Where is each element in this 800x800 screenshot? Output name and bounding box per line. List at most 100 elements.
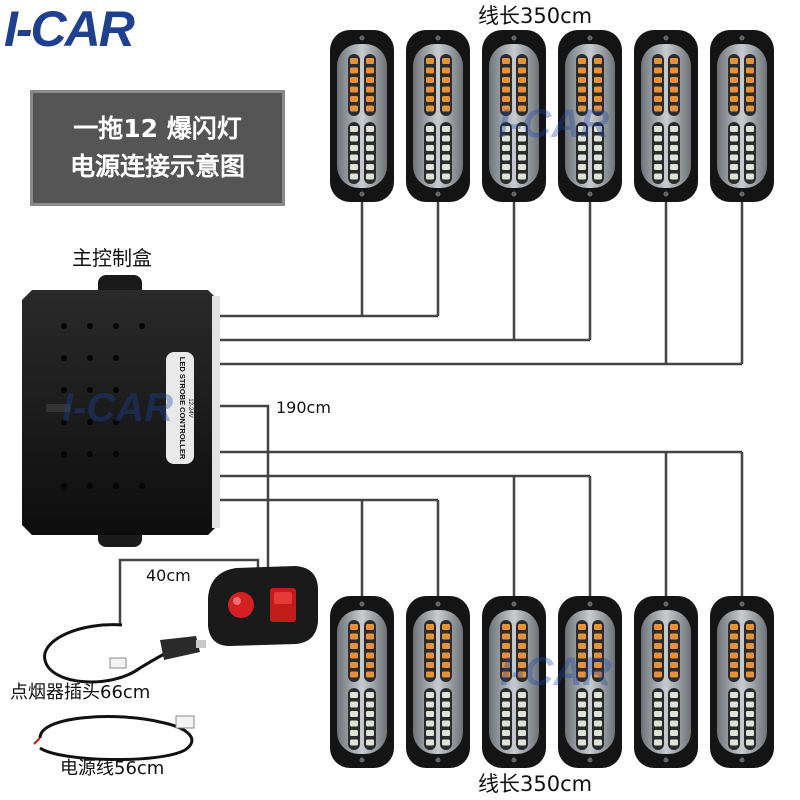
cigarette-plug-label: 点烟器插头66cm bbox=[10, 682, 151, 703]
amber-led bbox=[654, 633, 662, 640]
amber-led bbox=[502, 77, 510, 83]
white-led bbox=[730, 145, 738, 151]
white-led bbox=[502, 711, 510, 717]
white-led bbox=[426, 739, 434, 746]
white-led bbox=[442, 173, 450, 180]
white-led bbox=[502, 154, 510, 161]
amber-led bbox=[366, 96, 374, 102]
white-led bbox=[426, 692, 434, 698]
amber-led bbox=[442, 86, 450, 93]
vent-hole bbox=[113, 387, 119, 393]
white-led bbox=[350, 711, 358, 717]
amber-led bbox=[578, 67, 586, 74]
light-lens bbox=[641, 44, 691, 188]
power-connector-icon bbox=[175, 715, 195, 729]
white-led bbox=[670, 154, 678, 161]
vent-hole bbox=[87, 323, 93, 329]
amber-led bbox=[746, 77, 754, 83]
cigarette-cable-coil bbox=[43, 623, 174, 684]
amber-led bbox=[746, 58, 754, 64]
amber-led bbox=[442, 96, 450, 102]
white-led bbox=[654, 173, 662, 180]
white-led bbox=[578, 711, 586, 717]
power-cable-label: 电源线56cm bbox=[60, 758, 165, 779]
cigarette-plug-icon bbox=[160, 636, 200, 660]
strobe-light bbox=[330, 596, 394, 768]
white-led bbox=[502, 145, 510, 151]
amber-led bbox=[654, 624, 662, 630]
controller-panel-text: LED STROBE CONTROLLER bbox=[178, 357, 187, 460]
amber-led bbox=[654, 662, 662, 668]
amber-led bbox=[350, 86, 358, 93]
vent-hole bbox=[87, 419, 93, 425]
white-led bbox=[426, 145, 434, 151]
vent-hole bbox=[61, 419, 67, 425]
light-lens bbox=[337, 44, 387, 188]
white-led bbox=[366, 739, 374, 746]
bottom-light-row bbox=[330, 596, 774, 768]
white-led bbox=[442, 701, 450, 708]
amber-led bbox=[426, 96, 434, 102]
white-led bbox=[594, 711, 602, 717]
white-led bbox=[350, 730, 358, 736]
amber-led bbox=[426, 652, 434, 659]
white-led bbox=[426, 711, 434, 717]
amber-led bbox=[730, 58, 738, 64]
white-led bbox=[366, 730, 374, 736]
amber-led bbox=[654, 671, 662, 678]
amber-led bbox=[426, 67, 434, 74]
strobe-light bbox=[482, 596, 546, 768]
switch-box bbox=[208, 566, 318, 646]
amber-led bbox=[594, 67, 602, 74]
white-led bbox=[366, 154, 374, 161]
white-led bbox=[654, 720, 662, 727]
amber-led bbox=[518, 67, 526, 74]
amber-led bbox=[350, 77, 358, 83]
amber-led bbox=[670, 671, 678, 678]
controller-box: LED STROBE CONTROLLER 12-24V bbox=[22, 275, 220, 547]
white-led bbox=[366, 692, 374, 698]
white-led bbox=[654, 701, 662, 708]
amber-led bbox=[746, 67, 754, 74]
amber-led bbox=[594, 624, 602, 630]
vent-hole bbox=[61, 451, 67, 457]
white-led bbox=[350, 692, 358, 698]
white-led bbox=[518, 711, 526, 717]
vent-hole bbox=[87, 451, 93, 457]
screw-icon bbox=[587, 601, 593, 607]
amber-led bbox=[730, 624, 738, 630]
white-led bbox=[426, 135, 434, 142]
light-lens bbox=[641, 610, 691, 754]
white-led bbox=[366, 711, 374, 717]
screw-icon bbox=[511, 757, 517, 763]
watermark-logo: I-CAR bbox=[498, 102, 610, 146]
amber-led bbox=[426, 662, 434, 668]
amber-led bbox=[350, 67, 358, 74]
white-led bbox=[350, 126, 358, 132]
amber-led bbox=[350, 624, 358, 630]
amber-led bbox=[366, 105, 374, 112]
amber-led bbox=[502, 662, 510, 668]
white-led bbox=[366, 126, 374, 132]
amber-led bbox=[350, 671, 358, 678]
screw-icon bbox=[511, 35, 517, 41]
amber-led bbox=[350, 96, 358, 102]
vent-hole bbox=[61, 387, 67, 393]
amber-led bbox=[578, 633, 586, 640]
amber-led bbox=[502, 67, 510, 74]
white-led bbox=[518, 720, 526, 727]
amber-led bbox=[654, 58, 662, 64]
amber-led bbox=[578, 77, 586, 83]
white-led bbox=[746, 711, 754, 717]
white-led bbox=[654, 692, 662, 698]
top-light-row bbox=[330, 30, 774, 202]
amber-led bbox=[578, 652, 586, 659]
amber-led bbox=[518, 105, 526, 112]
amber-led bbox=[350, 643, 358, 649]
amber-led bbox=[426, 624, 434, 630]
amber-led bbox=[366, 662, 374, 668]
white-led bbox=[746, 739, 754, 746]
white-led bbox=[518, 730, 526, 736]
amber-led bbox=[350, 58, 358, 64]
amber-led bbox=[578, 643, 586, 649]
